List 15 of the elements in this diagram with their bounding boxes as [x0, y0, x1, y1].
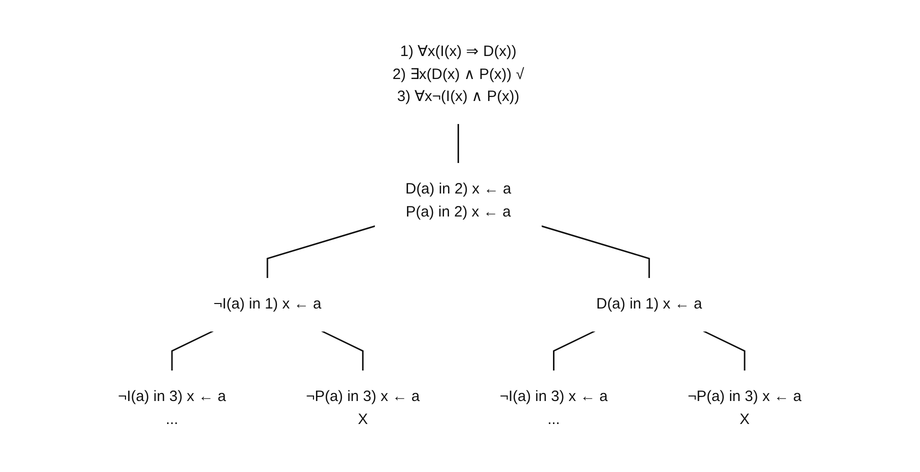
connector [541, 225, 650, 278]
node-text: ¬P(a) in 3) x ← a X [688, 388, 802, 428]
connector [458, 124, 460, 164]
node-text: D(a) in 1) x ← a [596, 296, 702, 312]
connector [322, 330, 364, 371]
connector [171, 330, 214, 371]
node-text: 1) ∀x(I(x) ⇒ D(x)) 2) ∃x(D(x) ∧ P(x)) √ 3) ∀x¬(I(x) ∧ P(x)) [392, 43, 524, 105]
node-text: ¬I(a) in 3) x ← a ... [500, 388, 608, 428]
node-text: ¬I(a) in 1) x ← a [214, 296, 322, 312]
connector [703, 330, 746, 371]
node-text: ¬I(a) in 3) x ← a ... [118, 388, 226, 428]
connector [553, 330, 596, 371]
connector [266, 225, 376, 278]
node-text: D(a) in 2) x ← a P(a) in 2) x ← a [406, 180, 512, 220]
node-text: ¬P(a) in 3) x ← a X [306, 388, 420, 428]
